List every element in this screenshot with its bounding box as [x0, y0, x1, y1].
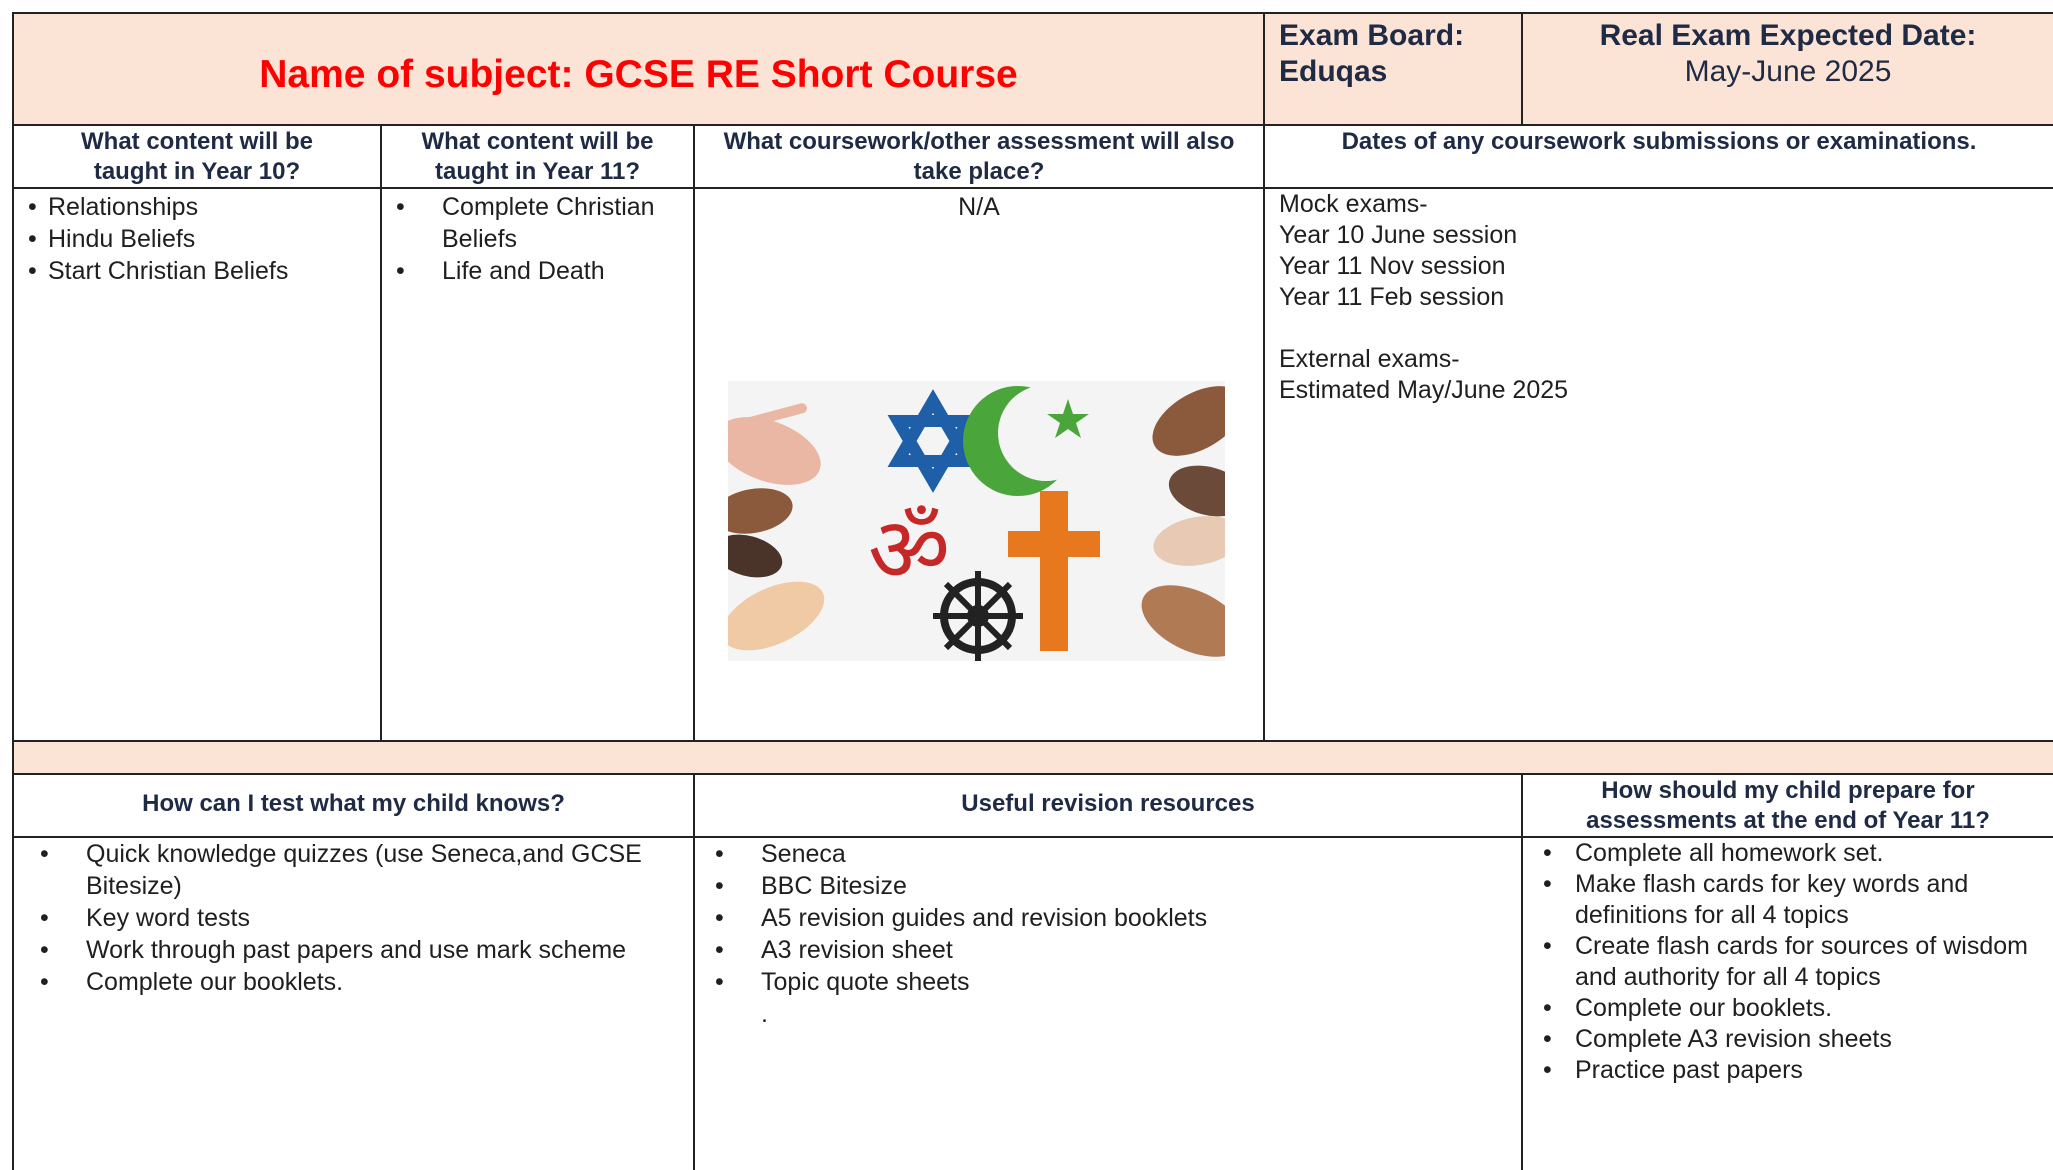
year11-list: Complete Christian Beliefs Life and Deat…	[394, 191, 693, 287]
resources-content-cell: Seneca BBC Bitesize A5 revision guides a…	[693, 836, 1521, 1170]
list-item: Seneca	[689, 838, 1521, 870]
info-sheet-table: Name of subject: GCSE RE Short Course Ex…	[12, 12, 2053, 1170]
dates-line: Mock exams-	[1279, 190, 1428, 218]
list-item: Key word tests	[14, 902, 683, 934]
list-item: Hindu Beliefs	[26, 223, 380, 255]
list-item: A3 revision sheet	[689, 934, 1521, 966]
subject-title-cell: Name of subject: GCSE RE Short Course	[12, 12, 1263, 124]
resources-list: Seneca BBC Bitesize A5 revision guides a…	[689, 838, 1521, 998]
test-header-cell: How can I test what my child knows?	[12, 773, 693, 836]
list-item: Practice past papers	[1523, 1055, 2049, 1086]
coursework-content-cell: N/A	[693, 187, 1263, 740]
year11-header-cell: What content will be taught in Year 11?	[380, 124, 693, 187]
list-item: Work through past papers and use mark sc…	[14, 934, 683, 966]
year10-content-cell: Relationships Hindu Beliefs Start Christ…	[12, 187, 380, 740]
dates-header: Dates of any coursework submissions or e…	[1341, 128, 1977, 155]
prepare-content-cell: Complete all homework set. Make flash ca…	[1521, 836, 2053, 1170]
list-item: Complete our booklets.	[14, 966, 683, 998]
list-item: Complete all homework set.	[1523, 838, 2049, 869]
year10-list: Relationships Hindu Beliefs Start Christ…	[26, 191, 380, 287]
test-list: Quick knowledge quizzes (use Seneca,and …	[14, 838, 683, 998]
coursework-text: N/A	[958, 193, 1000, 221]
list-item: Complete our booklets.	[1523, 993, 2049, 1024]
dates-line: Year 10 June session	[1279, 221, 1518, 249]
list-item: Create flash cards for sources of wisdom…	[1523, 931, 2049, 993]
year11-header: What content will be taught in Year 11?	[421, 128, 654, 185]
world-religions-symbols-image: ॐ	[728, 381, 1225, 661]
exam-date-label: Real Exam Expected Date:	[1599, 19, 1977, 52]
list-item: BBC Bitesize	[689, 870, 1521, 902]
list-item: Relationships	[26, 191, 380, 223]
dates-content-cell: Mock exams- Year 10 June session Year 11…	[1263, 187, 2053, 740]
subject-title: Name of subject: GCSE RE Short Course	[259, 53, 1018, 96]
exam-board-cell: Exam Board: Eduqas	[1263, 12, 1521, 124]
year11-content-cell: Complete Christian Beliefs Life and Deat…	[380, 187, 693, 740]
dates-line	[1279, 313, 2053, 344]
resources-header: Useful revision resources	[961, 790, 1255, 817]
exam-board-value: Eduqas	[1279, 55, 1388, 88]
list-item: Complete A3 revision sheets	[1523, 1024, 2049, 1055]
exam-date-cell: Real Exam Expected Date: May-June 2025	[1521, 12, 2053, 124]
dates-header-cell: Dates of any coursework submissions or e…	[1263, 124, 2053, 187]
list-item: A5 revision guides and revision booklets	[689, 902, 1521, 934]
list-item: Life and Death	[394, 255, 693, 287]
list-item: Topic quote sheets	[689, 966, 1521, 998]
coursework-header: What coursework/other assessment will al…	[723, 128, 1235, 185]
dates-line: External exams-	[1279, 345, 1460, 373]
year10-header: What content will be taught in Year 10?	[81, 128, 313, 185]
prepare-header-cell: How should my child prepare for assessme…	[1521, 773, 2053, 836]
prepare-list: Complete all homework set. Make flash ca…	[1523, 838, 2049, 1086]
coursework-header-cell: What coursework/other assessment will al…	[693, 124, 1263, 187]
list-item: Quick knowledge quizzes (use Seneca,and …	[14, 838, 683, 902]
spacer-row	[12, 740, 2053, 773]
resources-extra: .	[761, 1000, 768, 1028]
dates-line: Estimated May/June 2025	[1279, 376, 1569, 404]
dates-line: Year 11 Nov session	[1279, 252, 1506, 280]
test-header: How can I test what my child knows?	[142, 790, 565, 817]
year10-header-cell: What content will be taught in Year 10?	[12, 124, 380, 187]
prepare-header: How should my child prepare for assessme…	[1586, 777, 1990, 834]
test-content-cell: Quick knowledge quizzes (use Seneca,and …	[12, 836, 693, 1170]
dates-line: Year 11 Feb session	[1279, 283, 1505, 311]
exam-date-value: May-June 2025	[1684, 55, 1892, 88]
list-item: Make flash cards for key words and defin…	[1523, 869, 2049, 931]
list-item: Complete Christian Beliefs	[394, 191, 693, 255]
svg-text:ॐ: ॐ	[868, 498, 950, 603]
list-item: Start Christian Beliefs	[26, 255, 380, 287]
resources-header-cell: Useful revision resources	[693, 773, 1521, 836]
exam-board-label: Exam Board:	[1279, 19, 1465, 52]
